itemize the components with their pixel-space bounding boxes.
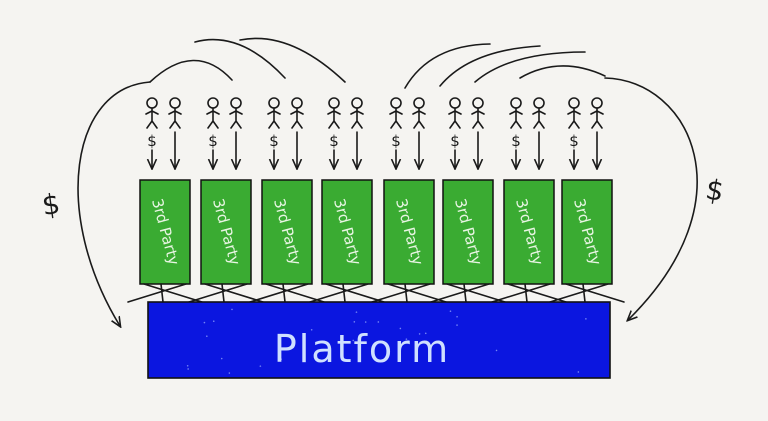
left-flow-dollar-sign: $ <box>40 187 62 222</box>
platform-label: Platform <box>274 327 450 371</box>
top-arc <box>404 43 491 89</box>
user-icon <box>567 97 581 129</box>
connection-cross <box>188 283 264 303</box>
connection-stem <box>221 283 225 303</box>
connection-stem <box>160 283 164 303</box>
third-party-box-rect <box>321 179 373 285</box>
payment-dollar-sign: $ <box>329 132 339 150</box>
user-icon <box>448 97 462 129</box>
left-revenue-flow-arrow <box>77 81 151 326</box>
connection-cross <box>430 283 506 303</box>
connection-cross <box>549 283 625 303</box>
third-party-box: 3rd Party <box>200 179 252 285</box>
connection-cross <box>371 283 447 303</box>
connection-stem <box>404 283 408 303</box>
payment-dollar-sign: $ <box>450 132 460 150</box>
platform-block <box>147 301 611 379</box>
connection-stem <box>342 283 346 303</box>
user-icon <box>509 97 523 129</box>
third-party-box: 3rd Party <box>442 179 494 285</box>
third-party-box-rect <box>139 179 191 285</box>
connection-cross <box>491 283 567 303</box>
third-party-box: 3rd Party <box>261 179 313 285</box>
connection-stem <box>463 283 467 303</box>
user-icon <box>532 97 546 129</box>
payment-dollar-sign: $ <box>147 132 157 150</box>
connection-cross <box>249 283 325 303</box>
user-icon <box>229 97 243 129</box>
top-arc <box>149 59 233 83</box>
third-party-box-rect <box>442 179 494 285</box>
top-arc <box>474 51 586 83</box>
third-party-box: 3rd Party <box>561 179 613 285</box>
user-icon <box>267 97 281 129</box>
top-arc <box>194 38 286 79</box>
third-party-box: 3rd Party <box>503 179 555 285</box>
users-layer: $ $ $ $ $ $ $ $ <box>145 97 604 168</box>
third-party-box-rect <box>200 179 252 285</box>
connection-stem <box>524 283 528 303</box>
user-icon <box>145 97 159 129</box>
connection-stem <box>582 283 586 303</box>
third-party-box: 3rd Party <box>321 179 373 285</box>
third-party-box: 3rd Party <box>383 179 435 285</box>
platform-texture <box>186 308 587 374</box>
top-arc <box>439 45 541 87</box>
connection-cross <box>309 283 385 303</box>
user-icon <box>206 97 220 129</box>
payment-dollar-sign: $ <box>569 132 579 150</box>
payment-dollar-sign: $ <box>511 132 521 150</box>
user-icon <box>327 97 341 129</box>
user-icon <box>590 97 604 129</box>
connection-stem <box>282 283 286 303</box>
right-revenue-flow-arrow <box>604 77 698 320</box>
payment-dollar-sign: $ <box>269 132 279 150</box>
user-icon <box>471 97 485 129</box>
user-icon <box>389 97 403 129</box>
third-party-box-rect <box>261 179 313 285</box>
third-party-box-rect <box>561 179 613 285</box>
third-party-box-rect <box>503 179 555 285</box>
user-icon <box>290 97 304 129</box>
user-icon <box>412 97 426 129</box>
top-arc <box>519 65 606 79</box>
payment-dollar-sign: $ <box>208 132 218 150</box>
connection-cross <box>127 283 203 303</box>
right-flow-dollar-sign: $ <box>703 173 726 209</box>
third-party-box: 3rd Party <box>139 179 191 285</box>
user-icon <box>168 97 182 129</box>
payment-dollar-sign: $ <box>391 132 401 150</box>
third-party-box-rect <box>383 179 435 285</box>
top-connecting-arcs <box>149 37 606 89</box>
user-icon <box>350 97 364 129</box>
top-arc <box>239 37 346 83</box>
box-platform-connections <box>127 283 625 303</box>
